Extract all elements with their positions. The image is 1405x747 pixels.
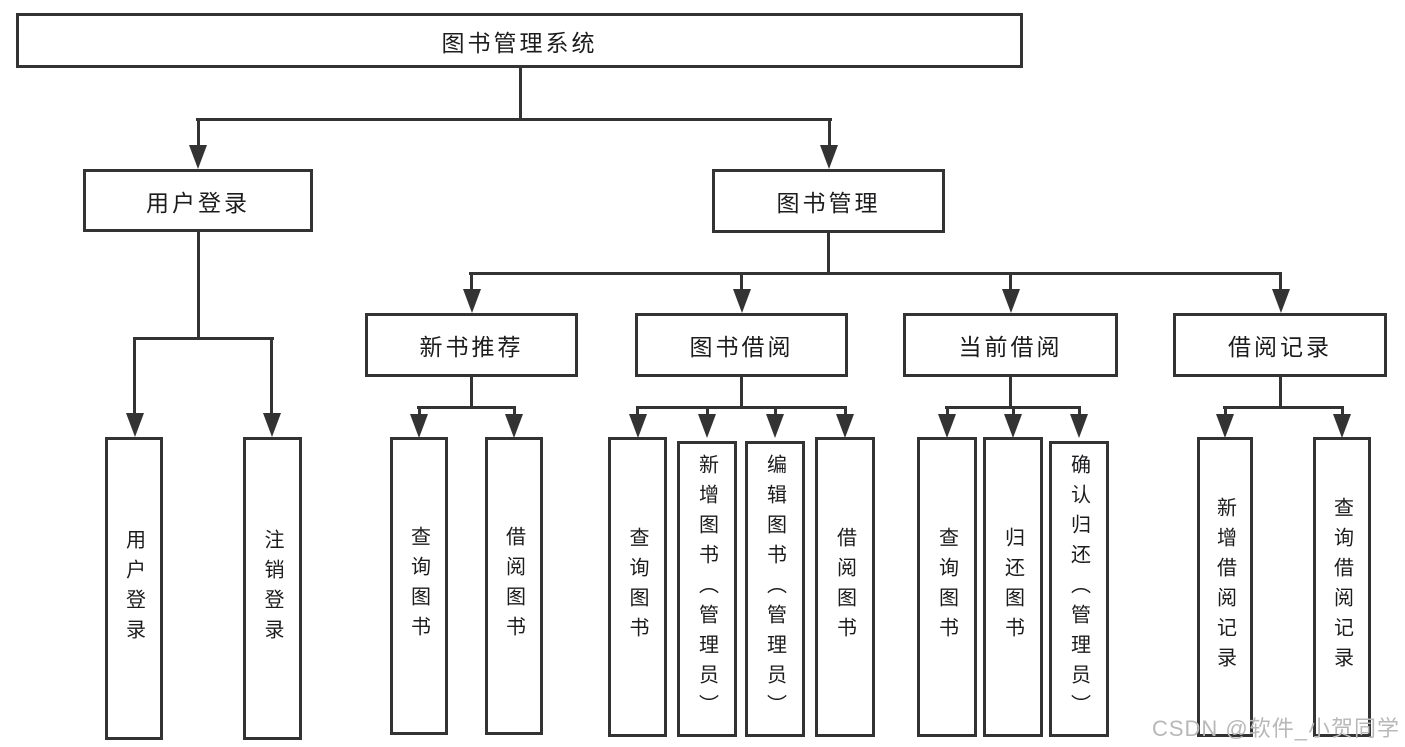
node-user-login: 用户登录 (83, 169, 313, 232)
connector-level3-hline (469, 272, 1281, 275)
arrowhead-bb-leaf4 (836, 414, 854, 438)
connector-borrow-record-shaft (1279, 272, 1282, 292)
connector-br-stem (1279, 377, 1282, 409)
connector-book-mgmt-shaft (828, 118, 831, 148)
arrowhead-book-mgmt (820, 145, 838, 169)
connector-user-login-stem (197, 232, 200, 340)
leaf-cb-query-books-label: 查询图书 (935, 527, 958, 647)
connector-root-hline (196, 118, 832, 121)
node-new-book-recommend: 新书推荐 (365, 313, 578, 377)
leaf-bb-query-books: 查询图书 (608, 437, 667, 737)
arrowhead-bb-leaf2 (698, 414, 716, 438)
connector-cb-stem (1009, 377, 1012, 409)
leaf-cb-confirm-return-admin-label: 确认归还（管理员） (1067, 454, 1090, 724)
leaf-nb-query-books: 查询图书 (390, 437, 448, 735)
connector-book-mgmt-stem (827, 233, 830, 275)
connector-cb-leaf1-shaft (946, 406, 949, 418)
leaf-br-query-record: 查询借阅记录 (1313, 437, 1371, 737)
connector-book-borrow-shaft (740, 272, 743, 292)
leaf-cb-confirm-return-admin: 确认归还（管理员） (1049, 441, 1109, 737)
connector-leaf-login-shaft (133, 337, 136, 415)
arrowhead-br-leaf1 (1216, 414, 1234, 438)
arrowhead-leaf-login (126, 413, 144, 437)
connector-nb-leaf2-shaft (513, 406, 516, 418)
connector-br-leaf2-shaft (1341, 406, 1344, 418)
arrowhead-cb-leaf1 (938, 414, 956, 438)
connector-leaf-logout-shaft (270, 337, 273, 415)
node-root-label: 图书管理系统 (441, 29, 598, 56)
connector-cb-leaf3-shaft (1078, 406, 1081, 418)
connector-user-login-hline (133, 337, 274, 340)
connector-bb-leaf3-shaft (774, 406, 777, 418)
arrowhead-cb-leaf2 (1004, 414, 1022, 438)
leaf-cb-return-books-label: 归还图书 (1001, 527, 1024, 647)
connector-bb-stem (740, 377, 743, 409)
leaf-bb-query-books-label: 查询图书 (626, 527, 648, 647)
connector-br-leaf1-shaft (1224, 406, 1227, 418)
arrowhead-leaf-logout (263, 413, 281, 437)
leaf-cb-query-books: 查询图书 (917, 437, 977, 737)
arrowhead-nb-leaf1 (410, 414, 428, 438)
connector-bb-hline (636, 406, 846, 409)
leaf-user-login-label: 用户登录 (122, 528, 145, 649)
arrowhead-nb-leaf2 (505, 414, 523, 438)
connector-user-login-shaft (197, 118, 200, 148)
leaf-nb-borrow-books-label: 借阅图书 (502, 526, 525, 646)
node-current-borrowing: 当前借阅 (903, 313, 1118, 377)
node-book-management-label: 图书管理 (776, 190, 881, 216)
arrowhead-bb-leaf1 (629, 414, 647, 438)
leaf-bb-borrow-books: 借阅图书 (815, 437, 875, 737)
arrowhead-cb-leaf3 (1070, 414, 1088, 438)
arrowhead-borrow-record (1272, 289, 1290, 313)
leaf-logout-label: 注销登录 (261, 528, 283, 649)
node-book-management: 图书管理 (712, 169, 945, 233)
node-borrowing-records-label: 借阅记录 (1228, 334, 1332, 360)
node-borrowing-records: 借阅记录 (1173, 313, 1387, 377)
csdn-watermark: CSDN @软件_小贺同学 (1151, 716, 1400, 741)
node-new-book-recommend-label: 新书推荐 (419, 334, 524, 360)
arrowhead-current-borrow (1002, 289, 1020, 313)
leaf-br-query-record-label: 查询借阅记录 (1330, 497, 1353, 677)
leaf-bb-edit-books-admin-label: 编辑图书（管理员） (763, 454, 786, 724)
node-book-borrowing: 图书借阅 (635, 313, 848, 377)
connector-cb-leaf2-shaft (1012, 406, 1015, 418)
connector-bb-leaf4-shaft (844, 406, 847, 418)
leaf-bb-edit-books-admin: 编辑图书（管理员） (745, 441, 805, 737)
node-book-borrowing-label: 图书借阅 (689, 334, 794, 360)
arrowhead-new-book (463, 289, 481, 313)
connector-new-book-stem (470, 377, 473, 409)
leaf-nb-borrow-books: 借阅图书 (485, 437, 543, 735)
leaf-br-add-record: 新增借阅记录 (1197, 437, 1253, 737)
connector-new-book-shaft (470, 272, 473, 292)
leaf-bb-add-books-admin-label: 新增图书（管理员） (695, 454, 718, 724)
arrowhead-user-login (189, 145, 207, 169)
arrowhead-bb-leaf3 (766, 414, 784, 438)
connector-bb-leaf1-shaft (636, 406, 639, 418)
connector-bb-leaf2-shaft (706, 406, 709, 418)
connector-br-hline (1223, 406, 1343, 409)
leaf-br-add-record-label: 新增借阅记录 (1213, 497, 1236, 677)
leaf-bb-add-books-admin: 新增图书（管理员） (677, 441, 737, 737)
node-user-login-label: 用户登录 (146, 189, 250, 216)
connector-current-borrow-shaft (1009, 272, 1012, 292)
node-current-borrowing-label: 当前借阅 (958, 334, 1063, 360)
leaf-nb-query-books-label: 查询图书 (407, 526, 430, 646)
leaf-user-login: 用户登录 (105, 437, 163, 740)
connector-nb-leaf1-shaft (418, 406, 421, 418)
connector-root-stem (519, 66, 522, 121)
arrowhead-br-leaf2 (1333, 414, 1351, 438)
leaf-logout: 注销登录 (243, 437, 302, 740)
leaf-cb-return-books: 归还图书 (983, 437, 1043, 737)
node-root: 图书管理系统 (16, 13, 1023, 68)
leaf-bb-borrow-books-label: 借阅图书 (833, 527, 856, 647)
arrowhead-book-borrow (733, 289, 751, 313)
connector-new-book-hline (417, 406, 516, 409)
